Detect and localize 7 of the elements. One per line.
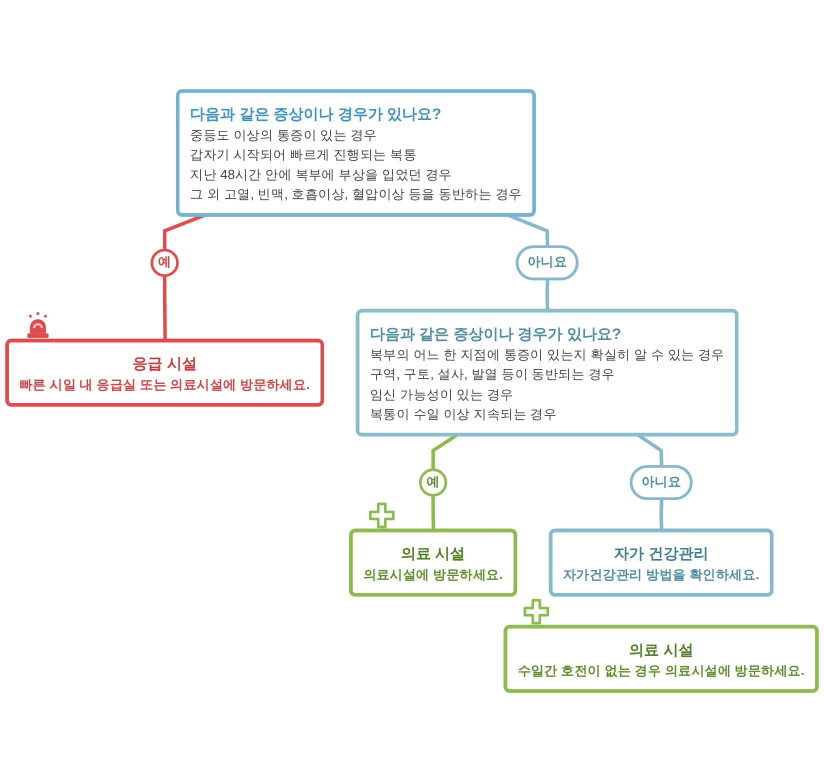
- connector: [659, 499, 664, 531]
- node-circle: 예: [419, 468, 448, 497]
- connector: [162, 276, 167, 341]
- connector: [545, 279, 550, 312]
- node-circle: 예: [150, 248, 179, 277]
- connector: [162, 214, 205, 250]
- connector: [431, 495, 436, 531]
